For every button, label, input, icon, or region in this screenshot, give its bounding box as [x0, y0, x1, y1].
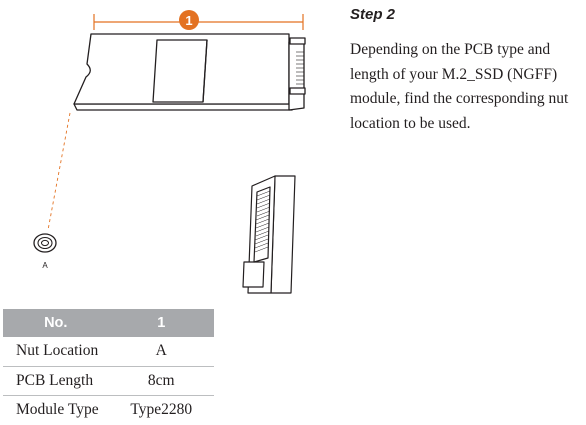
table-row: Module Type Type2280 [3, 396, 214, 425]
nut-location-table: No. 1 Nut Location A PCB Length 8cm Modu… [3, 309, 214, 425]
step-description: Depending on the PCB type and length of … [350, 41, 569, 132]
table-header-no: No. [3, 309, 109, 337]
step-title: Step 2 [350, 6, 396, 23]
table-row: PCB Length 8cm [3, 366, 214, 396]
alignment-guide-line [47, 112, 71, 231]
table-header-row: No. 1 [3, 309, 214, 337]
row-label: Module Type [16, 401, 99, 419]
standoff-nut-icon [33, 233, 57, 253]
slot-pins [254, 190, 271, 253]
nut-location-label: A [42, 261, 48, 270]
m2-installation-diagram: 1 A [33, 10, 306, 294]
row-value: 8cm [108, 366, 214, 396]
row-value: A [108, 337, 214, 367]
row-label: PCB Length [3, 366, 109, 396]
callout-number: 1 [185, 13, 192, 28]
table-row: Nut Location A [3, 337, 214, 367]
row-value: Type2280 [130, 401, 193, 419]
m2-gold-fingers [296, 51, 304, 85]
callout-badge: 1 [179, 10, 199, 30]
m2-ssd-module [73, 33, 306, 111]
row-label: Nut Location [3, 337, 109, 367]
m2-slot-connector [242, 175, 296, 294]
table-header-value: 1 [108, 309, 214, 337]
